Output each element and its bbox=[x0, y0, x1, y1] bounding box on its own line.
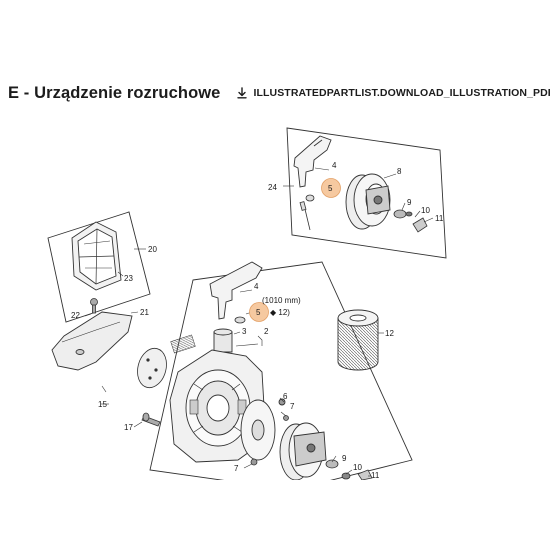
washer-part-5 bbox=[234, 316, 246, 324]
part-label-21[interactable]: 21 bbox=[140, 308, 149, 317]
rope-reference-annotation: ◆ 12) bbox=[270, 308, 290, 317]
part-label-17[interactable]: 17 bbox=[124, 423, 133, 432]
part-label-11[interactable]: 11 bbox=[435, 214, 444, 223]
part-label-7[interactable]: 7 bbox=[290, 402, 295, 411]
leader-lines-filter bbox=[84, 248, 146, 393]
part-label-15[interactable]: 15 bbox=[98, 400, 107, 409]
rope-coil-12 bbox=[337, 309, 379, 371]
leader-lines-top bbox=[283, 167, 434, 223]
screw-17 bbox=[141, 412, 161, 427]
download-illustration-pdf-link[interactable]: ILLUSTRATEDPARTLIST.DOWNLOAD_ILLUSTRATIO… bbox=[236, 87, 550, 99]
part-label-5-main[interactable]: 5 bbox=[256, 308, 261, 317]
rope-rotor-main bbox=[279, 422, 327, 480]
plate-15 bbox=[137, 347, 167, 389]
screw-22 bbox=[90, 298, 98, 314]
small-parts-main bbox=[325, 459, 373, 480]
download-icon bbox=[237, 87, 248, 99]
rope-length-annotation: (1010 mm) bbox=[262, 296, 301, 305]
part-label-2[interactable]: 2 bbox=[264, 327, 269, 336]
starter-box-main bbox=[149, 261, 413, 480]
parts-illustration: 24 4 5 8 9 10 11 20 23 22 21 15 17 4 5 (… bbox=[0, 105, 550, 480]
air-filter-element bbox=[71, 221, 122, 291]
part-label-23[interactable]: 23 bbox=[124, 274, 133, 283]
download-label: ILLUSTRATEDPARTLIST.DOWNLOAD_ILLUSTRATIO… bbox=[253, 87, 550, 99]
rope-rotor-top bbox=[345, 173, 391, 230]
part-label-6[interactable]: 6 bbox=[283, 392, 288, 401]
part-label-20[interactable]: 20 bbox=[148, 245, 157, 254]
starter-handle-main bbox=[209, 261, 263, 320]
part-label-24[interactable]: 24 bbox=[268, 183, 277, 192]
filter-box-20 bbox=[47, 211, 151, 323]
part-label-10-bottom[interactable]: 10 bbox=[353, 463, 362, 472]
rope-guide-3 bbox=[213, 328, 233, 353]
part-label-11-bottom[interactable]: 11 bbox=[371, 471, 380, 480]
highlight-part-5-main bbox=[249, 302, 269, 322]
parts-section-header: E - Urządzenie rozruchowe ILLUSTRATEDPAR… bbox=[8, 82, 550, 104]
part-label-12[interactable]: 12 bbox=[385, 329, 394, 338]
part-label-4-top[interactable]: 4 bbox=[332, 161, 337, 170]
exploded-view-drawing: 24 4 5 8 9 10 11 20 23 22 21 15 17 4 5 (… bbox=[47, 127, 447, 480]
grille-element bbox=[170, 334, 196, 354]
part-label-3[interactable]: 3 bbox=[242, 327, 247, 336]
section-title: E - Urządzenie rozruchowe bbox=[8, 83, 221, 102]
spring-cover bbox=[240, 398, 286, 461]
part-label-22[interactable]: 22 bbox=[71, 311, 80, 320]
part-label-4-main[interactable]: 4 bbox=[254, 282, 259, 291]
rope-parts-top bbox=[299, 194, 315, 231]
highlight-part-5-top bbox=[321, 178, 341, 198]
leader-lines-main bbox=[101, 289, 384, 477]
screw-7 bbox=[250, 415, 289, 466]
small-parts-top bbox=[393, 209, 428, 233]
filter-cover bbox=[51, 311, 133, 371]
part-label-10[interactable]: 10 bbox=[421, 206, 430, 215]
part-label-7-bottom[interactable]: 7 bbox=[234, 464, 239, 473]
part-label-5-top[interactable]: 5 bbox=[328, 184, 333, 193]
part-label-9-top[interactable]: 9 bbox=[407, 198, 412, 207]
starter-handle-top bbox=[293, 135, 332, 188]
part-label-8[interactable]: 8 bbox=[397, 167, 402, 176]
part-label-9-bottom[interactable]: 9 bbox=[342, 454, 347, 463]
assembly-box-24 bbox=[286, 127, 447, 259]
